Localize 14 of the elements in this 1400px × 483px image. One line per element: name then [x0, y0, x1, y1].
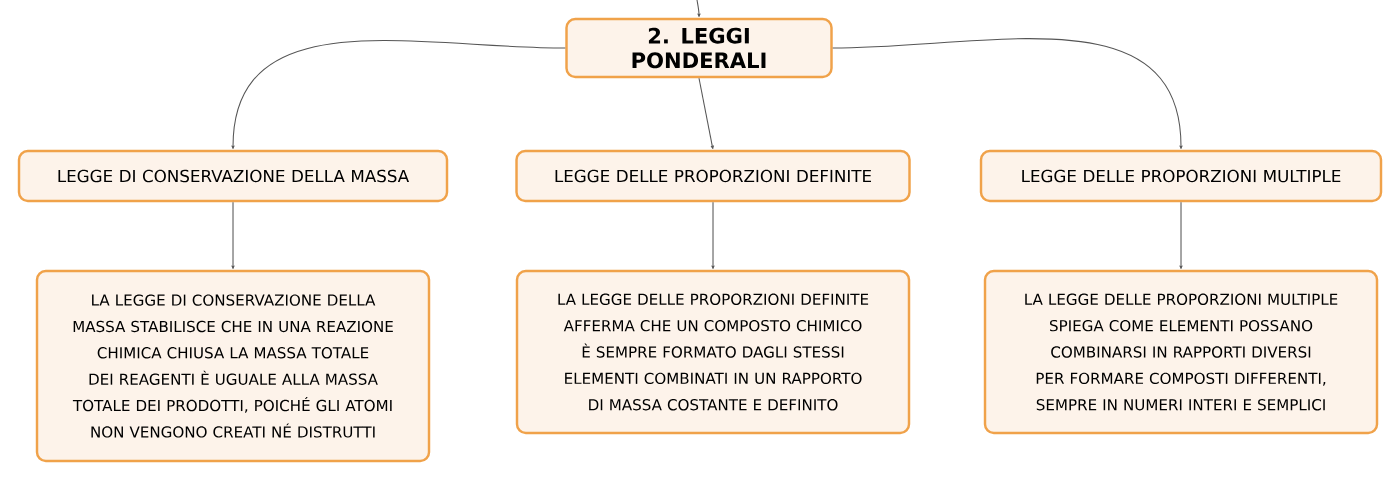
law-box: LEGGE DELLE PROPORZIONI MULTIPLE — [979, 149, 1383, 203]
arrow — [696, 0, 701, 18]
description-box: LA LEGGE DELLE PROPORZIONI DEFINITE AFFERMA CHE UN COMPOSTO CHIMICO È SEMPRE FORMATO DAGLI STESSI ELEMENTI COMBINATI IN UN RAPPORTO DI MASSA COSTANTE E DEFINITO — [515, 269, 911, 435]
description-box: LA LEGGE DELLE PROPORZIONI MULTIPLE SPIEGA COME ELEMENTI POSSANO COMBINARSI IN RAPPORTI DIVERSI PER FORMARE COMPOSTI DIFFERENTI, SEMPRE IN NUMERI INTERI E SEMPLICI — [983, 269, 1379, 435]
description-box: LA LEGGE DI CONSERVAZIONE DELLA MASSA STABILISCE CHE IN UNA REAZIONE CHIMICA CHIUSA LA MASSA TOTALE DEI REAGENTI È UGUALE ALLA MASSA TOTALE DEI PRODOTTI, POICHÉ GLI ATOMI NON VENGONO CREATI NÉ DISTRUTTI — [35, 269, 431, 463]
title-box: 2. LEGGI PONDERALI — [565, 17, 833, 79]
arrow — [231, 40, 566, 150]
arrow — [698, 77, 714, 150]
law-box: LEGGE DI CONSERVAZIONE DELLA MASSA — [17, 149, 449, 203]
arrow — [1179, 201, 1183, 270]
law-box: LEGGE DELLE PROPORZIONI DEFINITE — [515, 149, 911, 203]
arrow — [832, 38, 1183, 150]
arrow — [711, 201, 715, 270]
arrow — [231, 201, 235, 270]
